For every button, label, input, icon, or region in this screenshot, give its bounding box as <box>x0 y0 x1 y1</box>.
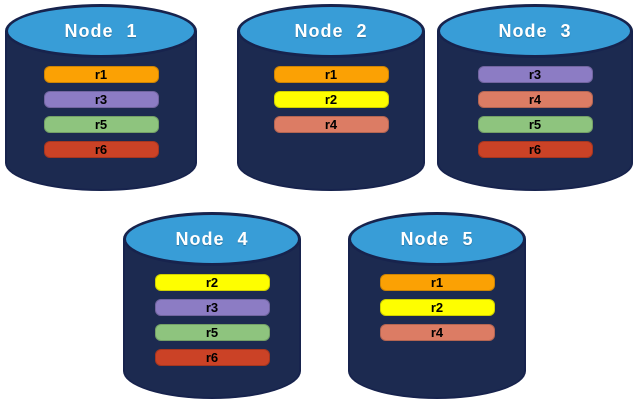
record-bar: r4 <box>379 324 495 341</box>
record-label: r6 <box>205 350 219 365</box>
record-bar: r5 <box>43 116 159 133</box>
record-list: r1 r2 r4 <box>348 274 526 341</box>
record-list: r1 r3 r5 r6 <box>5 66 197 158</box>
node-title: Node 2 <box>294 20 368 41</box>
record-list: r1 r2 r4 <box>237 66 425 133</box>
node-2-cylinder: Node 2 r1 r2 r4 <box>237 4 425 191</box>
record-label: r5 <box>94 117 108 132</box>
record-bar: r2 <box>379 299 495 316</box>
record-label: r1 <box>324 67 338 82</box>
record-bar: r1 <box>43 66 159 83</box>
record-bar: r3 <box>477 66 593 83</box>
record-label: r6 <box>94 142 108 157</box>
record-bar: r3 <box>43 91 159 108</box>
record-bar: r4 <box>273 116 389 133</box>
record-label: r2 <box>324 92 338 107</box>
record-label: r1 <box>94 67 108 82</box>
record-label: r6 <box>528 142 542 157</box>
record-bar: r6 <box>43 141 159 158</box>
database-cylinder-top: Node 4 <box>123 212 301 266</box>
node-3-cylinder: Node 3 r3 r4 r5 r6 <box>437 4 633 191</box>
record-bar: r1 <box>273 66 389 83</box>
node-title: Node 3 <box>498 20 572 41</box>
record-label: r4 <box>528 92 542 107</box>
record-label: r4 <box>324 117 338 132</box>
record-bar: r5 <box>477 116 593 133</box>
record-label: r3 <box>528 67 542 82</box>
record-label: r3 <box>205 300 219 315</box>
record-bar: r2 <box>273 91 389 108</box>
record-bar: r6 <box>154 349 270 366</box>
database-cylinder-top: Node 3 <box>437 4 633 58</box>
record-bar: r3 <box>154 299 270 316</box>
record-label: r4 <box>430 325 444 340</box>
record-list: r3 r4 r5 r6 <box>437 66 633 158</box>
database-cylinder-top: Node 5 <box>348 212 526 266</box>
node-1-cylinder: Node 1 r1 r3 r5 r6 <box>5 4 197 191</box>
node-title: Node 4 <box>175 228 249 249</box>
node-5-cylinder: Node 5 r1 r2 r4 <box>348 212 526 399</box>
record-bar: r2 <box>154 274 270 291</box>
record-bar: r5 <box>154 324 270 341</box>
node-4-cylinder: Node 4 r2 r3 r5 r6 <box>123 212 301 399</box>
record-label: r3 <box>94 92 108 107</box>
database-cylinder-top: Node 1 <box>5 4 197 58</box>
database-cylinder-top: Node 2 <box>237 4 425 58</box>
node-title: Node 5 <box>400 228 474 249</box>
record-bar: r4 <box>477 91 593 108</box>
record-list: r2 r3 r5 r6 <box>123 274 301 366</box>
record-label: r1 <box>430 275 444 290</box>
node-title: Node 1 <box>64 20 138 41</box>
record-bar: r1 <box>379 274 495 291</box>
record-label: r2 <box>205 275 219 290</box>
record-label: r5 <box>205 325 219 340</box>
record-bar: r6 <box>477 141 593 158</box>
record-label: r5 <box>528 117 542 132</box>
record-label: r2 <box>430 300 444 315</box>
